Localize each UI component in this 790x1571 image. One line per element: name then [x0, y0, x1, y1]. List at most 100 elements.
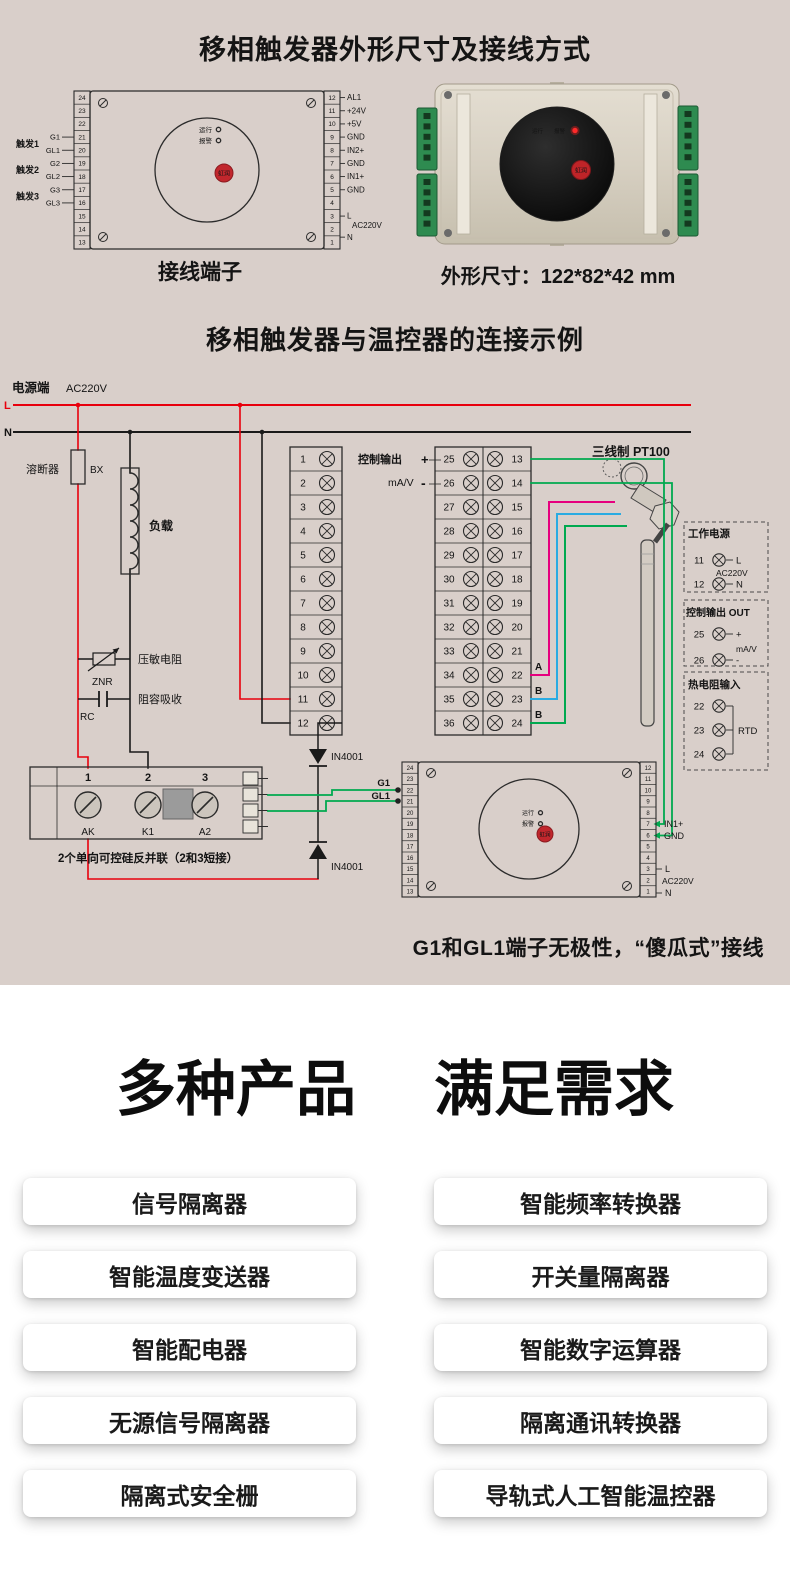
- product-column-right: 智能频率转换器开关量隔离器智能数字运算器隔离通讯转换器导轨式人工智能温控器: [434, 1178, 767, 1517]
- terminal-number: 4: [300, 527, 306, 538]
- terminal-label: +: [736, 629, 742, 640]
- photo-caption: 外形尺寸：122*82*42 mm: [440, 266, 676, 288]
- screw-terminal: [712, 577, 726, 591]
- products-title-left: 多种产品: [116, 1056, 356, 1123]
- trigger-corner-screws: [426, 768, 632, 891]
- terminal-number: 10: [645, 788, 652, 794]
- terminal-number: 5: [300, 551, 306, 562]
- gate-diodes: [309, 722, 342, 879]
- terminal-label: N: [736, 579, 743, 590]
- trigger-device-dial: [478, 778, 580, 880]
- scr-module: [29, 766, 263, 840]
- terminal-number: 3: [300, 503, 306, 514]
- io-label: L: [347, 212, 352, 221]
- product-button[interactable]: 智能频率转换器: [434, 1178, 767, 1225]
- gate-connector-cell: [242, 819, 259, 834]
- control-wires: [530, 458, 673, 839]
- sensor-wire-a: A: [535, 662, 542, 673]
- product-button[interactable]: 隔离式安全栅: [23, 1470, 356, 1517]
- sensor-wire-b1: B: [535, 686, 542, 697]
- wire-arrow: [653, 832, 660, 839]
- rtd-wires: [530, 501, 627, 724]
- corner-screws: [98, 98, 316, 242]
- terminal-number: 4: [330, 200, 334, 207]
- terminal-label: L: [736, 555, 741, 566]
- rtd-label: RTD: [738, 726, 757, 737]
- terminal-number: 19: [78, 161, 86, 168]
- products-title: 多种产品 满足需求: [0, 985, 790, 1128]
- screw-terminal: [462, 498, 480, 516]
- led-label-run: 运行: [532, 127, 544, 135]
- terminal-number: 34: [443, 671, 455, 682]
- wiring-title: 移相触发器与温控器的连接示例: [205, 325, 584, 355]
- product-button[interactable]: 开关量隔离器: [434, 1251, 767, 1298]
- terminal-number: 14: [407, 878, 414, 884]
- terminal-number: 4: [646, 856, 650, 862]
- corner-screw: [98, 232, 108, 242]
- product-button[interactable]: 智能温度变送器: [23, 1251, 356, 1298]
- photo-body-inner: [440, 89, 674, 239]
- terminal-number: 14: [511, 479, 523, 490]
- corner-screw: [306, 98, 316, 108]
- trigger-device-body: [417, 761, 641, 898]
- rc-snubber: [78, 691, 130, 707]
- led-label-run: 运行: [199, 125, 213, 134]
- product-button[interactable]: 隔离通讯转换器: [434, 1397, 767, 1444]
- screw-terminal: [462, 690, 480, 708]
- detail-box-output-title: 控制输出 OUT: [686, 606, 750, 619]
- terminal-number: 24: [511, 719, 523, 730]
- terminal-number: 3: [330, 213, 334, 220]
- screw-terminal: [318, 474, 336, 492]
- product-button[interactable]: 无源信号隔离器: [23, 1397, 356, 1444]
- screw-terminal: [712, 553, 726, 567]
- fuse-label: 溶断器: [26, 462, 59, 476]
- terminal-number: 19: [407, 822, 414, 828]
- terminal-number: 13: [511, 455, 523, 466]
- product-button[interactable]: 信号隔离器: [23, 1178, 356, 1225]
- trigger-ac-label: AC220V: [662, 876, 694, 886]
- terminal-number: 12: [328, 95, 336, 102]
- terminal-number: 10: [328, 121, 336, 128]
- corner-screw: [98, 98, 108, 108]
- terminal-number: 5: [330, 187, 334, 194]
- diode-1: [309, 749, 327, 764]
- product-button[interactable]: 智能配电器: [23, 1324, 356, 1371]
- io-label: GND: [347, 185, 365, 194]
- terminal-number: 16: [511, 527, 523, 538]
- sensor-wire-b2: B: [535, 710, 542, 721]
- scr-terminal-name: A2: [199, 827, 212, 838]
- minus-sign: -: [421, 475, 426, 491]
- gate-dot-g1: [395, 787, 401, 793]
- live-label: L: [4, 400, 11, 412]
- led-label-run: 运行: [522, 809, 534, 817]
- terminal-number: 9: [330, 134, 334, 141]
- screw-terminal: [486, 714, 504, 732]
- product-button[interactable]: 智能数字运算器: [434, 1324, 767, 1371]
- product-column-left: 信号隔离器智能温度变送器智能配电器无源信号隔离器隔离式安全栅: [23, 1178, 356, 1517]
- varistor: [78, 647, 130, 672]
- screw-terminal: [462, 474, 480, 492]
- terminal-number: 12: [297, 719, 309, 730]
- ctrl-out-label: 控制输出: [358, 452, 402, 466]
- junction-dot: [127, 429, 133, 435]
- device-body: [89, 90, 325, 250]
- led-label-alarm: 报警: [522, 820, 534, 828]
- detail-box-power-title: 工作电源: [688, 527, 730, 540]
- junction-dot: [75, 402, 81, 408]
- terminal-number: 9: [646, 800, 650, 806]
- terminal-number: 35: [443, 695, 455, 706]
- drawing-caption: 接线端子: [158, 261, 242, 284]
- product-button[interactable]: 导轨式人工智能温控器: [434, 1470, 767, 1517]
- terminal-number: 17: [511, 551, 523, 562]
- gate-terminal-label: G1: [50, 133, 60, 142]
- junction-dot: [259, 429, 265, 435]
- detail-box-rtd: [683, 671, 769, 771]
- screw-terminal: [486, 570, 504, 588]
- rc-label: 阻容吸收: [138, 692, 182, 706]
- terminal-number: 23: [511, 695, 523, 706]
- screw-terminal: [712, 723, 726, 737]
